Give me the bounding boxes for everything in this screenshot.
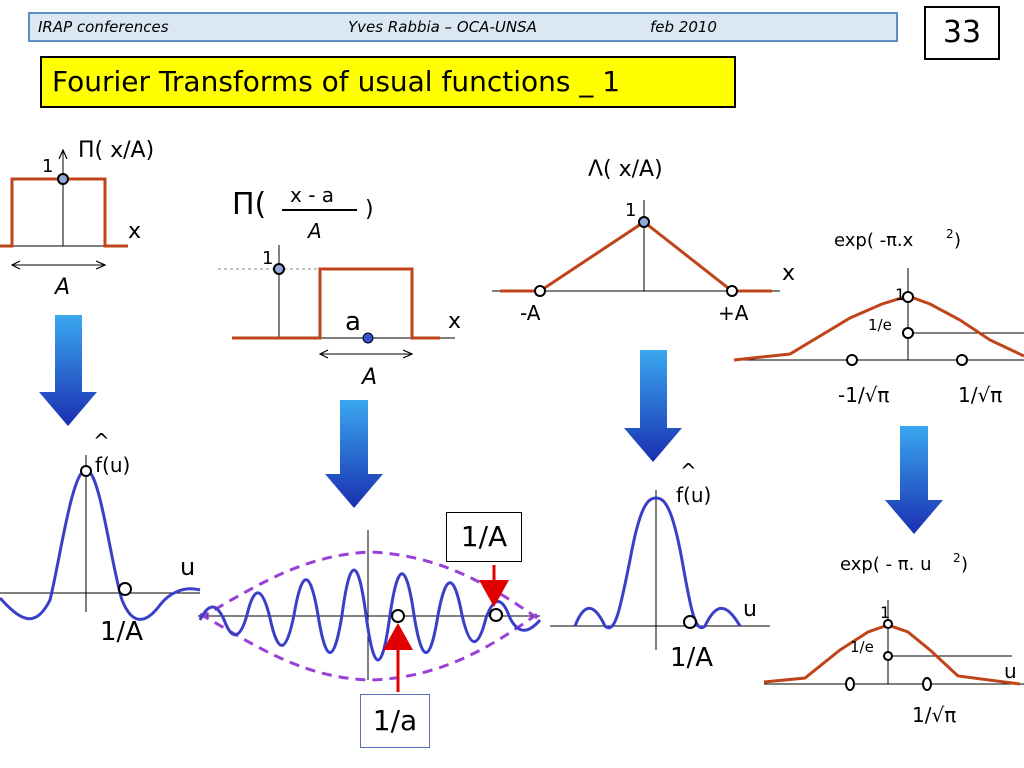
gauss-e-label: 1/e: [868, 316, 892, 334]
modulated-curve: [198, 568, 542, 662]
shifted-pi: Π(: [232, 187, 266, 222]
sinc2-ft-label: f(u): [676, 483, 711, 507]
sinc-curve: [0, 468, 201, 621]
shifted-numerator: x - a: [290, 183, 334, 207]
shifted-denominator: A: [306, 219, 322, 243]
slide-number: 33: [924, 6, 1000, 60]
rect-func-label: Π( x/A): [78, 138, 154, 163]
triangle-x-label: x: [782, 261, 795, 286]
header-left: IRAP conferences: [38, 18, 169, 36]
triangle-func-label: Λ( x/A): [588, 157, 663, 182]
sinc2-plot: ^ f(u) u 1/A: [550, 459, 770, 673]
sinc-peak-marker: [80, 465, 92, 477]
header-right: feb 2010: [650, 18, 717, 36]
triangle-plus-a: +A: [718, 301, 749, 325]
triangle-curve: [500, 220, 772, 293]
gauss-ft-exp: 2: [953, 551, 961, 565]
gauss-one-label: 1: [895, 285, 905, 304]
triangle-minus-a: -A: [520, 301, 541, 325]
sinc-plot: ^ f(u) u 1/A: [0, 429, 201, 647]
gauss-ft-e-label: 1/e: [850, 638, 874, 656]
modulated-sinc-plot: [198, 530, 542, 692]
header-bar: IRAP conferences Yves Rabbia – OCA-UNSA …: [28, 12, 898, 42]
sinc-zero-label: 1/A: [100, 617, 143, 647]
gauss-func-exp: 2: [946, 227, 954, 241]
slide-title: Fourier Transforms of usual functions _ …: [40, 56, 736, 108]
gauss-ft-one-label: 1: [880, 603, 890, 622]
gaussian-ft-plot: exp( - π. u 2 ) 1 1/e u 1/√π: [763, 551, 1024, 727]
label-box-1-over-A: 1/A: [446, 512, 522, 562]
sinc-zero-marker: [118, 582, 132, 596]
shifted-a-label: a: [345, 307, 361, 337]
gauss-ft-tick: 1/√π: [912, 703, 956, 727]
envelope-lower: [199, 610, 541, 682]
sinc2-u-label: u: [743, 597, 757, 622]
gauss-func-close: ): [954, 230, 961, 251]
rect-curve: [0, 177, 128, 248]
gauss-neg-tick: -1/√π: [838, 383, 889, 407]
header-center: Yves Rabbia – OCA-UNSA: [348, 18, 537, 36]
gauss-func-label: exp( -π.x: [834, 230, 914, 251]
sinc2-zero-label: 1/A: [670, 643, 713, 673]
rect-one-label: 1: [42, 156, 53, 177]
shift-a-marker: [362, 332, 374, 344]
shifted-close: ): [365, 197, 374, 222]
rect-width-label: A: [53, 275, 70, 300]
rect-x-label: x: [128, 219, 141, 244]
sinc-hat: ^: [93, 429, 110, 453]
rect-peak-marker: [57, 173, 69, 185]
sinc-ft-label: f(u): [95, 453, 130, 477]
gaussian-plot: exp( -π.x 2 ) 1 1/e -1/√π 1/√π: [733, 227, 1024, 407]
gauss-pos-tick: 1/√π: [958, 383, 1002, 407]
triangle-one-label: 1: [625, 200, 636, 221]
sinc2-hat: ^: [680, 459, 697, 483]
sinc-u-label: u: [180, 553, 195, 581]
label-box-1-over-a: 1/a: [360, 694, 430, 748]
shifted-rect-curve: [232, 267, 440, 340]
rect-function-plot: Π( x/A) 1 x A: [0, 138, 154, 300]
down-arrow-4: [885, 426, 943, 534]
shifted-x-label: x: [448, 309, 461, 334]
down-arrow-3: [624, 350, 682, 462]
gauss-ft-close: ): [961, 554, 968, 575]
gauss-ft-u-label: u: [1004, 659, 1017, 683]
gauss-ft-label: exp( - π. u: [840, 554, 932, 575]
down-arrow-1: [39, 315, 97, 426]
shifted-one-label: 1: [262, 248, 273, 269]
shifted-rect-plot: Π( x - a A ) 1 a x A: [218, 183, 461, 390]
down-arrow-2: [325, 400, 383, 508]
shifted-width-label: A: [360, 365, 377, 390]
triangle-plot: Λ( x/A) 1 x -A +A: [492, 157, 795, 325]
sinc2-curve: [573, 496, 742, 630]
